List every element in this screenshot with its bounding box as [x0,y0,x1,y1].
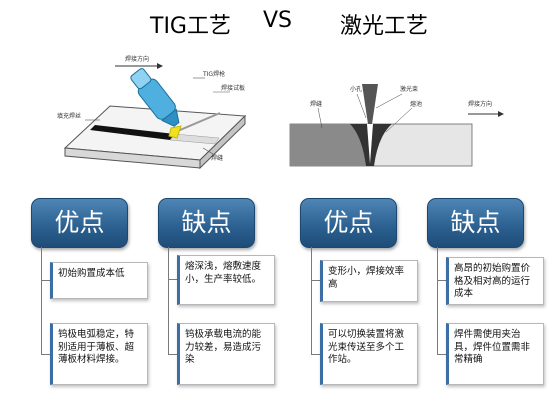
tig-weld-label: 焊缝 [211,154,223,162]
laser-cons-item: 焊件需使用夹治具，焊件位置需非常精确 [446,323,544,385]
tig-cons-item: 钨极承载电流的能力较差，易造成污染 [177,323,275,385]
laser-beam-label: 激光束 [400,85,418,93]
laser-welding-illustration: 小孔 激光束 焊缝 熔池 焊接方向 [289,84,504,167]
tig-torch [130,68,180,127]
tig-filler-label: 填充焊丝 [57,112,81,120]
laser-cons-branch [437,354,446,355]
tig-weld-bead [90,125,175,140]
tig-filler-wire [172,112,221,134]
title-tig: TIG工艺 [150,14,231,39]
tig-pros-item: 初始购置成本低 [50,262,148,299]
tig-pros-branch [41,354,50,355]
laser-cons-branch [437,280,446,281]
tig-cons-branch [168,279,177,280]
tig-cons-connector [168,247,169,354]
laser-pros-branch [311,354,320,355]
laser-keyhole [367,124,373,164]
title-laser: 激光工艺 [340,14,429,39]
laser-pros-connector [311,247,312,354]
tig-welding-illustration: 焊接方向 TIG焊枪 焊接试板 填充焊丝 焊缝 [57,55,247,170]
laser-cons-connector [437,247,438,354]
laser-keyhole-label: 小孔 [350,85,362,93]
tig-pros-header: 优点 [31,198,128,248]
tig-pros-branch [41,280,50,281]
tig-cons-branch [168,354,177,355]
tig-pros-item: 钨极电弧稳定，特别适用于薄板、超薄板材料焊接。 [50,323,148,385]
laser-pool-label: 熔池 [410,100,422,108]
laser-weld-seam [290,124,370,166]
laser-cons-item: 高昂的初始购置价格及相对高的运行成本 [446,257,544,305]
laser-pros-branch [311,280,320,281]
tig-workpiece-label: 焊接试板 [221,84,245,92]
title-vs: VS [263,8,293,33]
laser-seam-label: 焊缝 [310,100,322,108]
laser-beam [362,84,378,124]
tig-pros-connector [41,247,42,354]
laser-pros-item: 变形小，焊接效率高 [320,260,418,302]
laser-pros-header: 优点 [300,198,397,248]
tig-cons-item: 熔深浅，熔敷速度小，生产率较低。 [177,255,275,305]
laser-pros-item: 可以切换装置将激光束传送至多个工作站。 [320,323,418,385]
tig-cons-header: 缺点 [158,198,255,248]
laser-direction-label: 焊接方向 [468,100,492,108]
tig-arc [168,125,182,139]
tig-direction-label: 焊接方向 [125,55,149,63]
tig-torch-label: TIG焊枪 [202,70,225,78]
laser-cons-header: 缺点 [427,198,524,248]
